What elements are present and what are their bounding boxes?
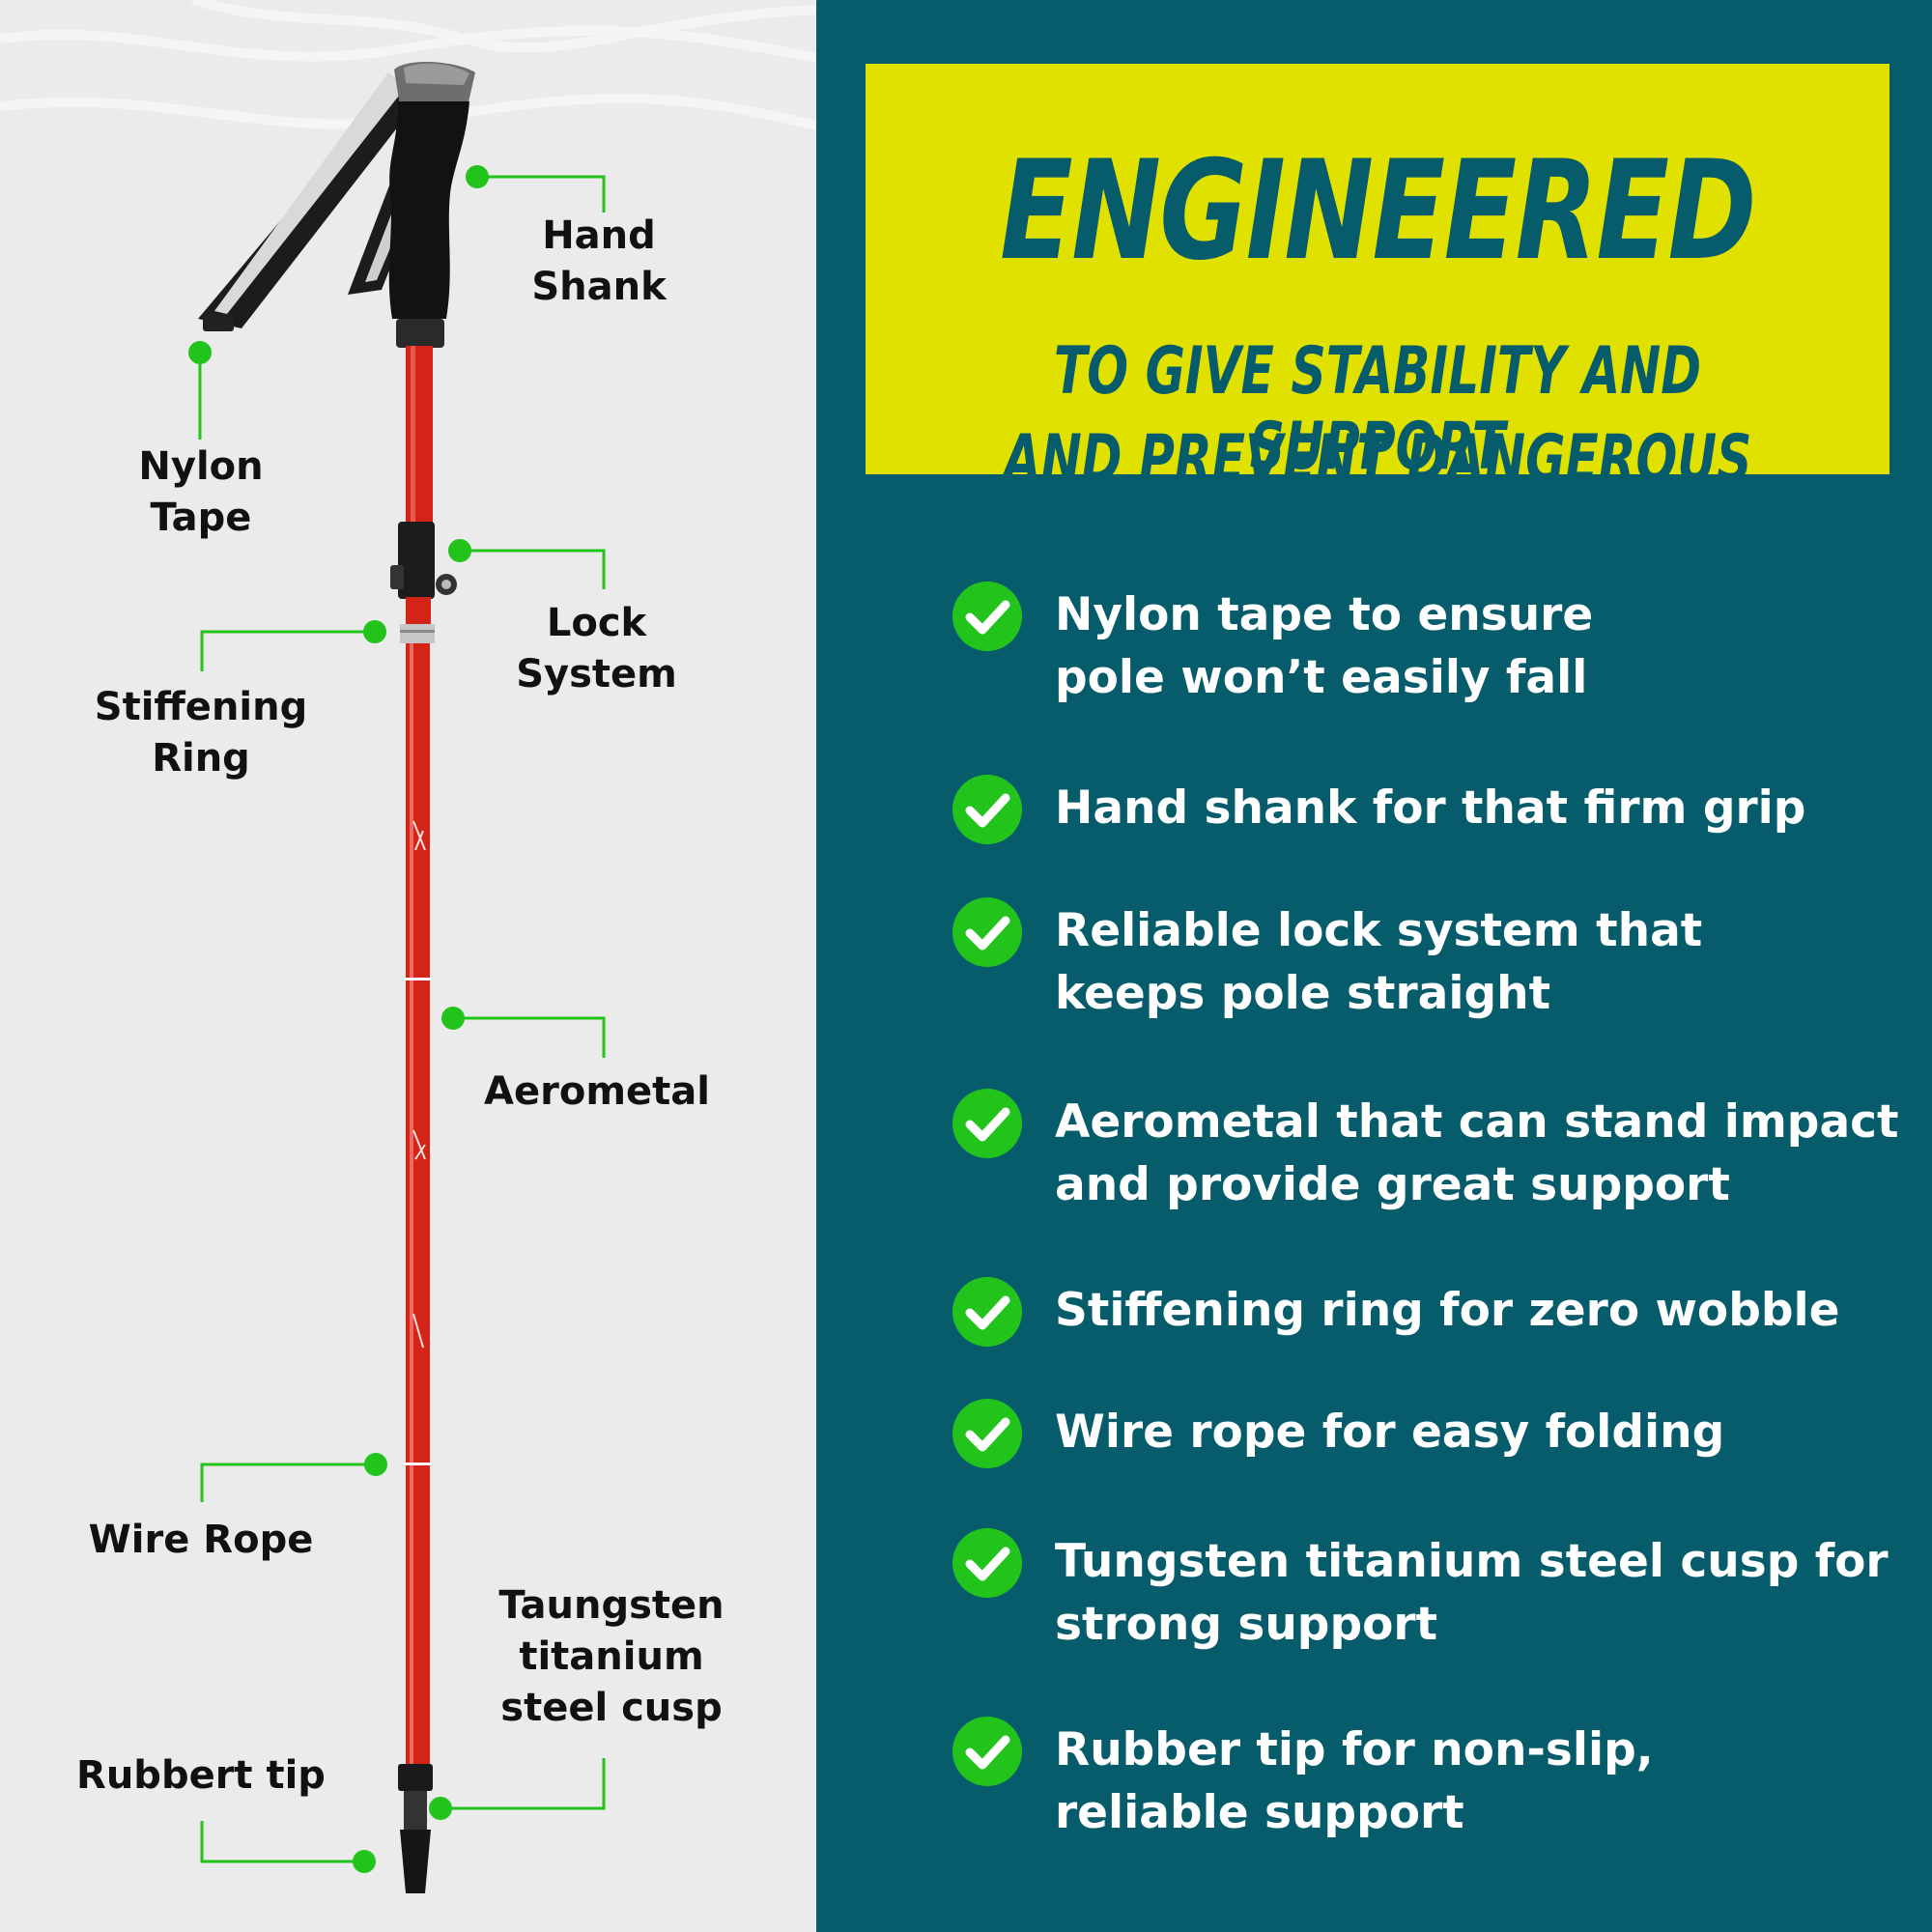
- callout-dot-hand-shank: [466, 165, 489, 188]
- callout-line: Nylon: [138, 444, 264, 489]
- subheadline-line-2: AND PREVENT DANGEROUS FALLS: [1003, 421, 1752, 573]
- feature-line: Wire rope for easy folding: [1055, 1406, 1725, 1459]
- subheadline-line-1: TO GIVE STABILITY AND SUPPORT: [1053, 333, 1702, 485]
- callout-line: Ring: [152, 736, 250, 781]
- callout-line: Hand: [542, 213, 656, 258]
- check-icon: [952, 1528, 1022, 1598]
- callout-dot-lock-system: [448, 539, 471, 562]
- feature-text: Nylon tape to ensure pole won’t easily f…: [1055, 583, 1905, 709]
- callout-line: titanium: [519, 1634, 704, 1679]
- feature-line: keeps pole straight: [1055, 967, 1551, 1020]
- callout-line: Tape: [150, 496, 252, 540]
- check-icon: [952, 775, 1022, 844]
- callout-dot-wire-rope: [364, 1453, 387, 1476]
- callout-stiffening-ring: Stiffening Ring: [75, 682, 327, 784]
- tungsten-cusp: [398, 1764, 433, 1791]
- callout-hand-shank: Hand Shank: [502, 211, 696, 313]
- pole-middle-section: [406, 597, 431, 626]
- feature-text: Rubber tip for non-slip, reliable suppor…: [1055, 1719, 1905, 1844]
- trekking-pole-illustration: [0, 0, 816, 1893]
- feature-text: Hand shank for that firm grip: [1055, 777, 1905, 839]
- callout-line: Taungsten: [498, 1583, 724, 1628]
- callout-line: Rubbert tip: [76, 1753, 326, 1798]
- feature-line: strong support: [1055, 1598, 1438, 1651]
- feature-line: Rubber tip for non-slip,: [1055, 1723, 1654, 1776]
- callout-tungsten-cusp: Taungsten titanium steel cusp: [486, 1580, 737, 1734]
- feature-line: reliable support: [1055, 1786, 1464, 1839]
- check-icon: [952, 1399, 1022, 1468]
- feature-line: Tungsten titanium steel cusp for: [1055, 1535, 1889, 1588]
- feature-line: and provide great support: [1055, 1158, 1730, 1211]
- headline-banner: ENGINEERED TO GIVE STABILITY AND SUPPORT…: [866, 64, 1889, 573]
- callout-line: System: [516, 652, 677, 696]
- callout-line: Aerometal: [484, 1069, 710, 1114]
- callout-aerometal: Aerometal: [471, 1066, 723, 1118]
- foam-grip: [388, 101, 469, 319]
- pole-upper-section: [406, 346, 433, 529]
- feature-text: Reliable lock system that keeps pole str…: [1055, 899, 1905, 1025]
- callout-line: Stiffening: [94, 685, 308, 729]
- callout-rubber-tip: Rubbert tip: [66, 1750, 336, 1802]
- feature-line: Hand shank for that firm grip: [1055, 781, 1806, 835]
- callout-dot-aerometal: [441, 1007, 465, 1030]
- headline: ENGINEERED: [1000, 131, 1756, 291]
- check-icon: [952, 897, 1022, 967]
- feature-text: Wire rope for easy folding: [1055, 1401, 1905, 1463]
- callout-nylon-tape: Nylon Tape: [104, 441, 298, 544]
- feature-line: Nylon tape to ensure: [1055, 588, 1594, 641]
- callout-line: Shank: [531, 265, 667, 309]
- feature-line: Reliable lock system that: [1055, 904, 1703, 957]
- rubber-tip: [400, 1830, 431, 1893]
- callout-lock-system: Lock System: [493, 598, 700, 700]
- feature-line: Stiffening ring for zero wobble: [1055, 1284, 1840, 1337]
- callout-dot-nylon-tape: [188, 341, 212, 364]
- feature-line: Aerometal that can stand impact: [1055, 1095, 1899, 1149]
- check-icon: [952, 1089, 1022, 1158]
- stiffening-ring: [400, 624, 435, 643]
- check-icon: [952, 1717, 1022, 1786]
- callout-line: Lock: [546, 601, 647, 645]
- feature-text: Aerometal that can stand impact and prov…: [1055, 1091, 1905, 1216]
- callout-dot-tungsten-cusp: [429, 1797, 452, 1820]
- check-icon: [952, 1277, 1022, 1347]
- product-diagram-panel: Hand Shank Nylon Tape Lock System Stiffe…: [0, 0, 816, 1932]
- lock-clamp: [390, 522, 457, 599]
- pole-lower-section: [406, 643, 430, 1764]
- callout-dot-stiffening-ring: [363, 620, 386, 643]
- callout-line: steel cusp: [500, 1686, 723, 1730]
- feature-text: Tungsten titanium steel cusp for strong …: [1055, 1530, 1905, 1656]
- check-icon: [952, 582, 1022, 651]
- callout-wire-rope: Wire Rope: [75, 1515, 327, 1566]
- callout-line: Wire Rope: [88, 1518, 314, 1562]
- feature-line: pole won’t easily fall: [1055, 651, 1588, 704]
- callout-dot-rubber-tip: [353, 1850, 376, 1873]
- feature-text: Stiffening ring for zero wobble: [1055, 1279, 1905, 1342]
